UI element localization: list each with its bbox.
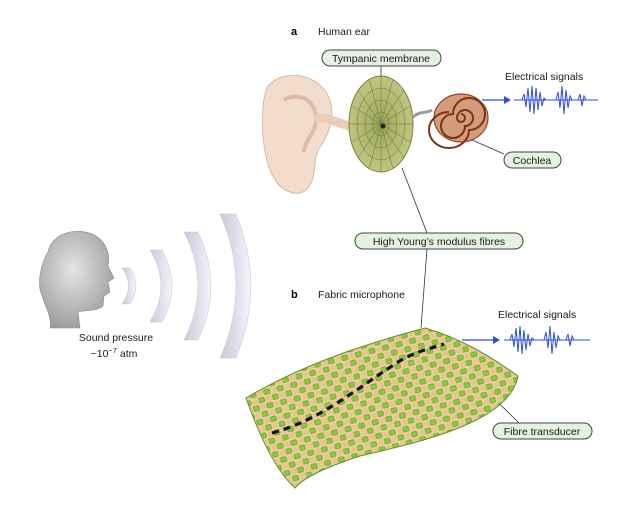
tympanic-membrane-icon [348, 75, 414, 173]
head-icon [39, 230, 115, 329]
cochlea-label: Cochlea [513, 155, 552, 167]
fibre-transducer-label: Fibre transducer [504, 426, 581, 438]
fabric-icon [245, 327, 519, 489]
panel-a-letter: a [291, 26, 298, 38]
fibres-label: High Young’s modulus fibres [373, 236, 505, 248]
tympanic-membrane-pill [321, 49, 442, 67]
signal-bottom-waveform [504, 325, 590, 355]
fibres-pill [354, 232, 524, 250]
cochlea-icon [428, 93, 489, 149]
sound-pressure-label: Sound pressure [79, 332, 153, 344]
panel-a-title: Human ear [318, 26, 370, 38]
signals-top-label: Electrical signals [505, 71, 583, 83]
panel-b-title: Fabric microphone [318, 289, 405, 301]
signals-bottom-label: Electrical signals [498, 309, 576, 321]
ear-icon [261, 74, 355, 194]
signal-top-waveform [514, 85, 598, 115]
tympanic-membrane-label: Tympanic membrane [332, 53, 430, 65]
sound-wave-icon [121, 213, 252, 359]
signal-top-arrow [482, 96, 511, 104]
sound-pressure-value: ~10−7 atm [91, 346, 138, 360]
panel-b-letter: b [291, 289, 298, 301]
signal-bottom-arrow [462, 336, 500, 344]
cochlea-pill [503, 151, 562, 169]
fibre-transducer-pill [492, 422, 593, 440]
